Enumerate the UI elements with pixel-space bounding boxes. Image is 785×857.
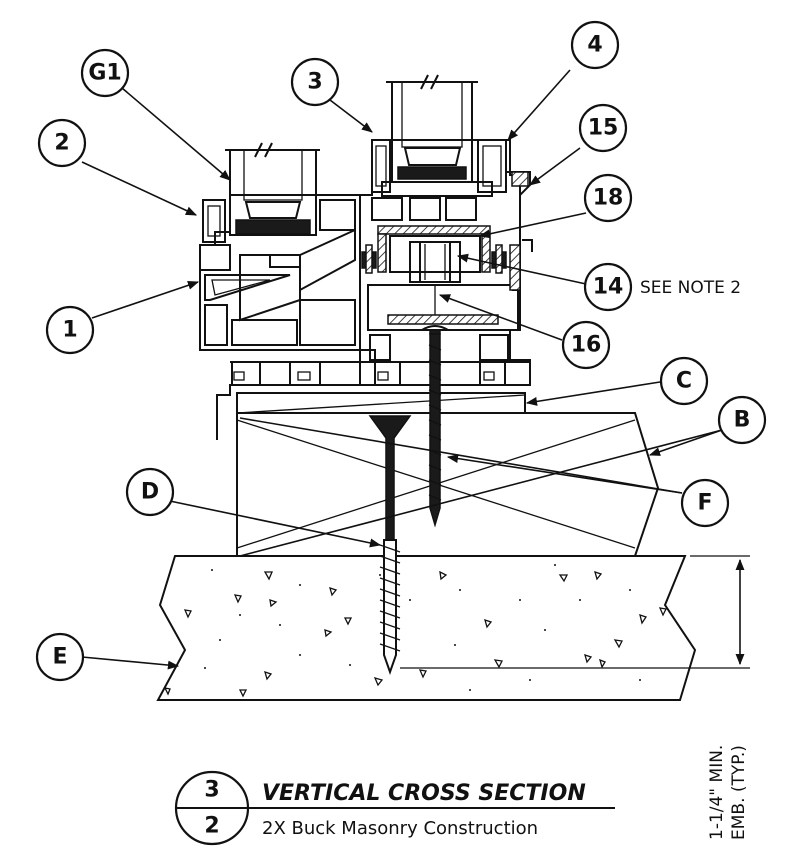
detail-title-block: 3 2 VERTICAL CROSS SECTION 2X Buck Mason… [174,770,615,846]
svg-text:15: 15 [588,116,619,141]
svg-text:18: 18 [593,186,624,211]
svg-text:B: B [734,408,751,433]
svg-text:4: 4 [587,33,602,58]
detail-number: 3 [204,778,219,803]
callout-e: E [35,632,85,682]
callout-g1: G1 [80,48,130,98]
callout-b: B [717,395,767,445]
svg-text:2: 2 [54,131,69,156]
svg-text:E: E [52,645,67,670]
svg-text:EMB. (TYP.): EMB. (TYP.) [729,745,749,840]
callout-1: 1 [45,305,95,355]
frame-screw [418,325,452,528]
embedment-dimension [400,555,750,669]
svg-text:C: C [676,369,692,394]
sheet-number: 2 [204,814,219,839]
svg-text:16: 16 [571,333,602,358]
wood-buck [236,412,660,557]
callout-2: 2 [37,118,87,168]
callout-c: C [659,356,709,406]
svg-text:3: 3 [307,70,322,95]
callout-18: 18 [583,173,633,223]
callout-14: 14 [583,262,633,312]
detail-subtitle: 2X Buck Masonry Construction [262,818,538,839]
svg-text:1: 1 [62,318,77,343]
svg-text:G1: G1 [88,61,121,86]
callout-15: 15 [578,103,628,153]
callout-4: 4 [570,20,620,70]
callout-16: 16 [561,320,611,370]
svg-text:D: D [141,480,159,505]
masonry-anchor-screw [368,415,412,676]
embedment-dimension-label: 1-1/4" MIN. EMB. (TYP.) [707,745,749,840]
leader-lines [81,69,723,670]
callout-f: F [680,478,730,528]
callout-d: D [125,467,175,517]
svg-text:14: 14 [593,275,624,300]
svg-text:F: F [697,491,712,516]
see-note-2: SEE NOTE 2 [640,278,741,298]
shim [236,392,526,414]
callout-3: 3 [290,57,340,107]
sash-frame-right [359,74,533,386]
masonry-substrate [156,555,697,701]
detail-title: VERTICAL CROSS SECTION [262,781,586,806]
sash-frame-left [199,142,376,440]
svg-text:1-1/4" MIN.: 1-1/4" MIN. [707,745,727,840]
